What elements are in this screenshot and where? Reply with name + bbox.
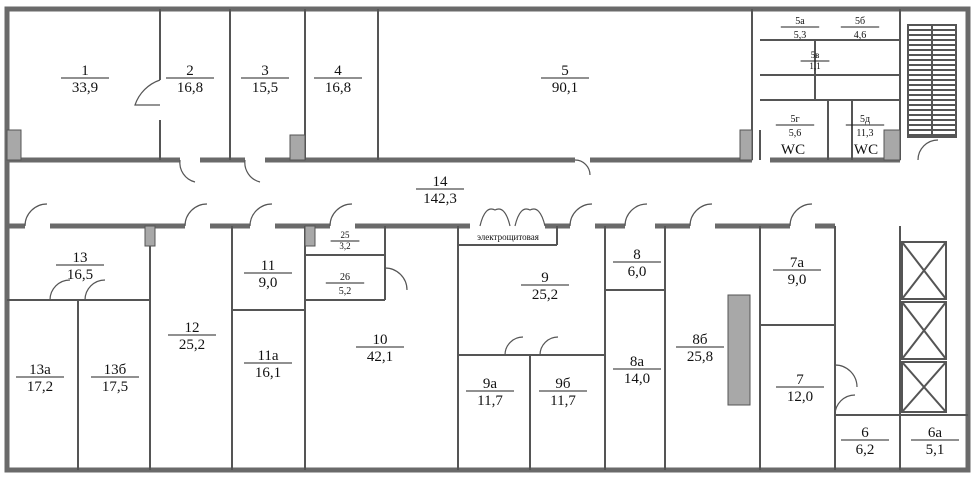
room-number: 6а <box>928 425 943 441</box>
room-number: 13 <box>73 250 88 266</box>
room-number: 3 <box>261 63 269 79</box>
room-area: 42,1 <box>367 349 393 365</box>
room-5d: 5д 11,3 <box>845 114 885 139</box>
staircase <box>907 24 957 138</box>
room-area: 25,8 <box>687 349 713 365</box>
room-area: 16,1 <box>255 365 281 381</box>
wc-label-right: WC <box>854 142 878 158</box>
room-number: 5б <box>855 16 865 27</box>
room-number: 11 <box>261 258 275 274</box>
room-area: 6,0 <box>628 264 647 280</box>
room-area: 16,8 <box>177 80 203 96</box>
room-number: 7а <box>790 255 805 271</box>
room-11: 119,0 <box>244 258 292 291</box>
room-number: 8а <box>630 354 645 370</box>
room-number: 5д <box>860 114 870 125</box>
room-5: 590,1 <box>541 63 589 96</box>
room-area: 9,0 <box>788 272 807 288</box>
room-area: 17,5 <box>102 379 128 395</box>
room-area: 33,9 <box>72 80 98 96</box>
room-1: 133,9 <box>61 63 109 96</box>
room-number: 26 <box>340 272 350 283</box>
room-area: 11,7 <box>550 393 576 409</box>
room-area: 6,2 <box>856 442 875 458</box>
room-26: 265,2 <box>325 272 365 297</box>
room-area: 5,6 <box>789 128 802 139</box>
room-number: 5г <box>790 114 799 125</box>
room-number: 2 <box>186 63 194 79</box>
elevators <box>901 241 947 413</box>
room-7: 712,0 <box>776 372 824 405</box>
room-number: 5 <box>561 63 569 79</box>
room-number: 7 <box>796 372 804 388</box>
room-area: 25,2 <box>179 337 205 353</box>
room-area: 17,2 <box>27 379 53 395</box>
room-9: 925,2 <box>521 270 569 303</box>
room-number: 25 <box>341 230 351 240</box>
room-area: 4,6 <box>854 30 867 41</box>
room-5b: 5б4,6 <box>840 16 880 41</box>
room-2: 216,8 <box>166 63 214 96</box>
room-number: 9а <box>483 376 498 392</box>
room-area: 25,2 <box>532 287 558 303</box>
room-area: 9,0 <box>259 275 278 291</box>
room-number: 10 <box>373 332 388 348</box>
room-25: 253,2 <box>330 230 360 251</box>
room-area: 1,1 <box>809 61 820 71</box>
room-area: 11,7 <box>477 393 503 409</box>
walls <box>4 6 971 473</box>
room-area: 3,2 <box>339 241 350 251</box>
room-number: 13а <box>29 362 51 378</box>
room-number: 8 <box>633 247 641 263</box>
room-number: 9б <box>555 376 571 392</box>
room-area: 15,5 <box>252 80 278 96</box>
room-3: 315,5 <box>241 63 289 96</box>
room-number: 8б <box>692 332 708 348</box>
room-labels: 133,9216,8315,5416,8590,15а5,35б4,65в1,1… <box>16 16 959 458</box>
room-8: 86,0 <box>613 247 661 280</box>
room-number: 13б <box>104 362 127 378</box>
room-number: 6 <box>861 425 869 441</box>
room-area: 16,5 <box>67 267 93 283</box>
room-number: 1 <box>81 63 89 79</box>
room-number: 11а <box>257 348 278 364</box>
room-7a: 7а9,0 <box>773 255 821 288</box>
room-area: 5,1 <box>926 442 945 458</box>
room-area: 5,2 <box>339 286 352 297</box>
room-number: 14 <box>433 174 449 190</box>
room-area: 11,3 <box>856 128 873 139</box>
room-number: 4 <box>334 63 342 79</box>
room-area: 16,8 <box>325 80 351 96</box>
room-area: 12,0 <box>787 389 813 405</box>
room-area: 90,1 <box>552 80 578 96</box>
room-4: 416,8 <box>314 63 362 96</box>
room-5g: 5г5,6 <box>775 114 815 139</box>
room-number: 9 <box>541 270 549 286</box>
room-6: 66,2 <box>841 425 889 458</box>
room-number: 5в <box>811 50 820 60</box>
doors <box>24 79 939 416</box>
room-area: 14,0 <box>624 371 650 387</box>
room-number: 12 <box>185 320 200 336</box>
wc-label-left: WC <box>781 142 805 158</box>
room-5v: 5в1,1 <box>800 50 830 71</box>
electrical-room-label: электрощитовая <box>477 232 539 242</box>
room-area: 5,3 <box>794 30 807 41</box>
room-5a: 5а5,3 <box>780 16 820 41</box>
room-area: 142,3 <box>423 191 457 207</box>
room-6a: 6а5,1 <box>911 425 959 458</box>
room-number: 5а <box>795 16 805 27</box>
